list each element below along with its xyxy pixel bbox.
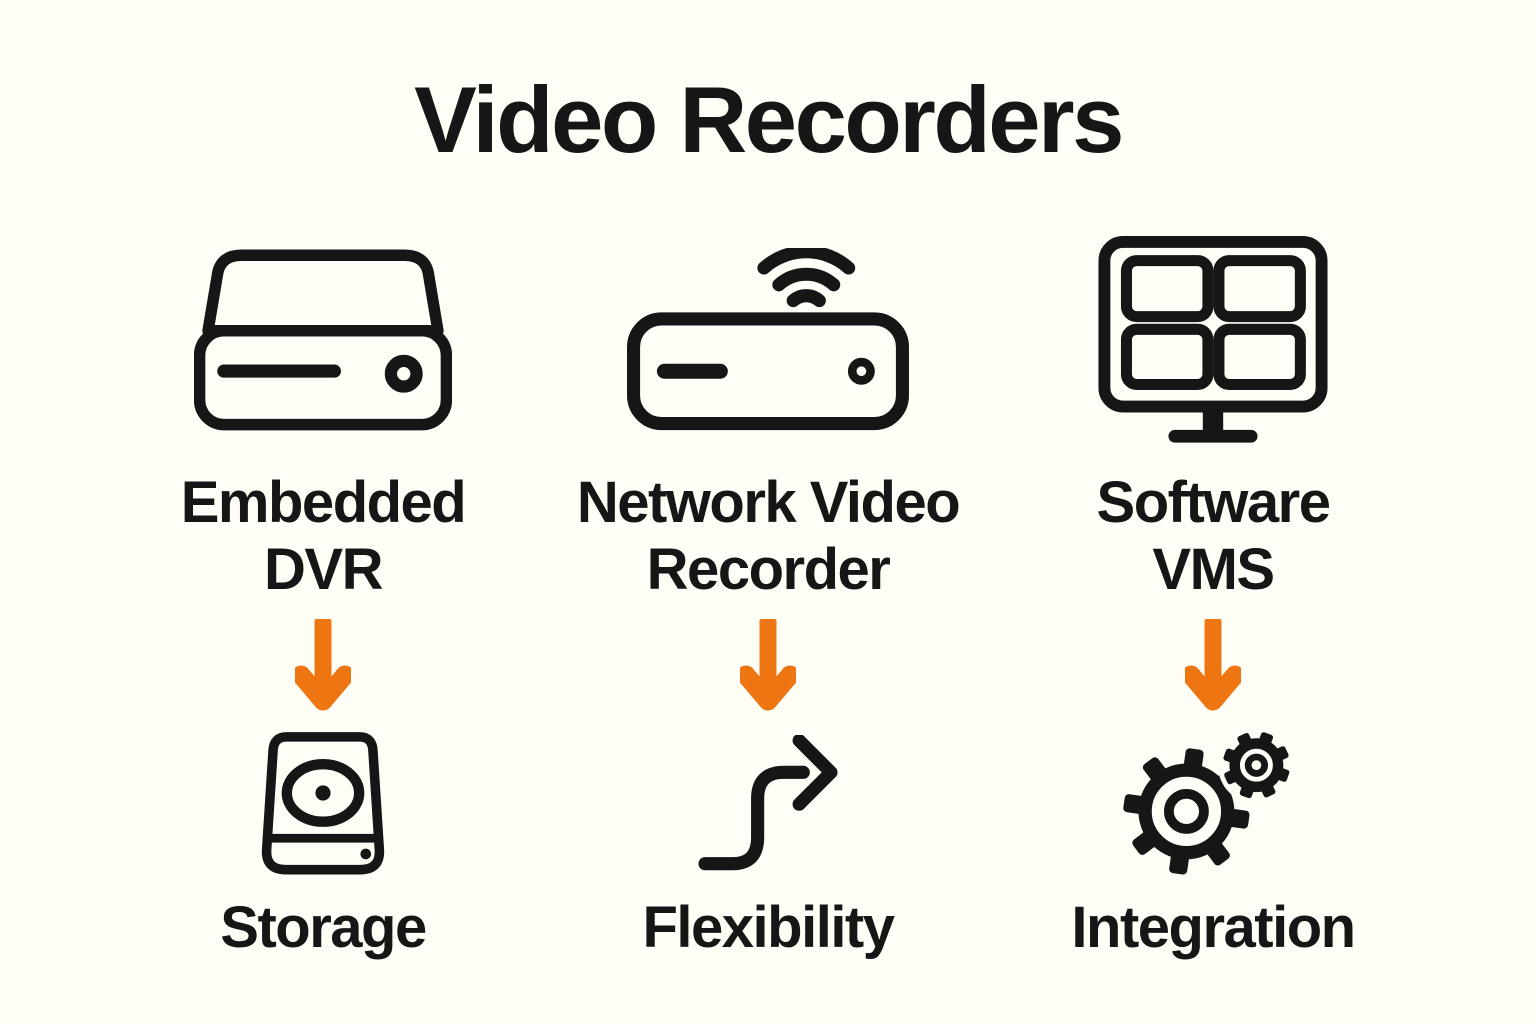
down-arrow-icon bbox=[740, 619, 796, 711]
dvr-device-icon bbox=[194, 249, 452, 431]
type-label-line: Embedded bbox=[180, 470, 467, 535]
feature-label-integration: Integration bbox=[1071, 895, 1356, 960]
flow-arrow bbox=[1185, 617, 1241, 714]
type-label-line: Network Video bbox=[576, 470, 961, 535]
vms-icon-box bbox=[1098, 222, 1328, 457]
flow-arrow bbox=[295, 617, 351, 714]
column-software-vms: Software VMS bbox=[991, 222, 1436, 961]
type-label-software-vms: Software VMS bbox=[1096, 469, 1331, 607]
nvr-icon-box bbox=[627, 222, 909, 457]
feature-label-flexibility: Flexibility bbox=[642, 895, 895, 960]
columns-row: Embedded DVR Storage bbox=[0, 222, 1536, 961]
gears-icon bbox=[1123, 726, 1295, 875]
nvr-wifi-device-icon bbox=[627, 248, 909, 431]
page-title: Video Recorders bbox=[414, 67, 1124, 172]
dvr-icon-box bbox=[194, 222, 452, 457]
down-arrow-icon bbox=[1185, 619, 1241, 711]
type-label-line: DVR bbox=[264, 537, 383, 602]
type-label-line: Recorder bbox=[646, 537, 891, 602]
column-embedded-dvr: Embedded DVR Storage bbox=[101, 222, 546, 961]
type-label-embedded-dvr: Embedded DVR bbox=[180, 469, 467, 607]
monitor-multiview-icon bbox=[1098, 236, 1328, 443]
type-label-line: Software bbox=[1096, 470, 1331, 535]
feature-label-storage: Storage bbox=[220, 895, 427, 960]
down-arrow-icon bbox=[295, 619, 351, 711]
type-label-nvr: Network Video Recorder bbox=[576, 469, 961, 607]
hard-drive-storage-icon bbox=[261, 731, 385, 874]
column-network-video-recorder: Network Video Recorder Flexibility bbox=[546, 222, 991, 961]
flexibility-icon-box bbox=[698, 722, 838, 884]
flow-arrow bbox=[740, 617, 796, 714]
curved-flex-arrow-icon bbox=[698, 734, 838, 870]
type-label-line: VMS bbox=[1152, 537, 1275, 602]
integration-icon-box bbox=[1122, 722, 1304, 884]
storage-icon-box bbox=[261, 722, 385, 884]
